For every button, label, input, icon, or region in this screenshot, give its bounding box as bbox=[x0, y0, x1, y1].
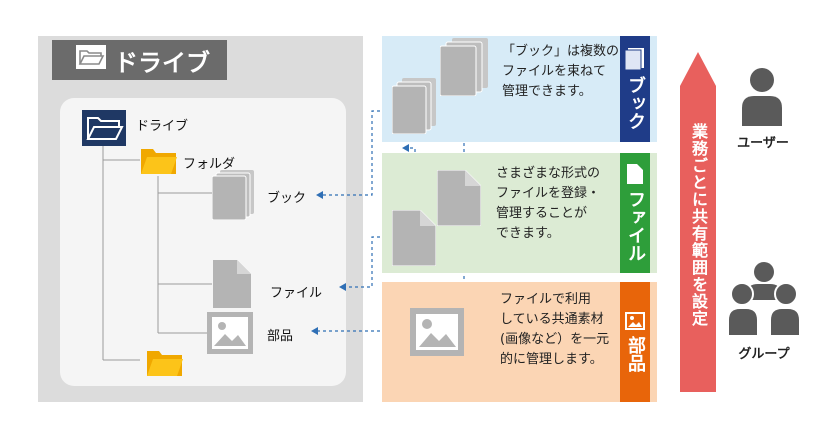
file-desc-line: 管理することが bbox=[496, 206, 588, 221]
drive-header: ドライブ bbox=[52, 40, 227, 80]
part-tab-icon bbox=[625, 312, 645, 330]
drive-header-title: ドライブ bbox=[114, 48, 210, 77]
tree-folder-label: フォルダ bbox=[183, 157, 236, 172]
group-label: グループ bbox=[738, 347, 790, 362]
book-tab-label: ブック bbox=[625, 76, 646, 130]
file-tab: ファイル bbox=[620, 153, 650, 273]
drive-root-icon bbox=[82, 110, 126, 150]
file-tab-label: ファイル bbox=[625, 190, 646, 262]
book-tab-icon bbox=[625, 48, 644, 70]
book-desc-line: 管理できます。 bbox=[502, 84, 592, 99]
book-desc-line: ファイルを束ねて bbox=[502, 64, 607, 79]
part-tab-label: 部品 bbox=[625, 336, 646, 372]
drive-tree-box bbox=[60, 98, 346, 386]
file-description: さまざまな形式の ファイルを登録・ 管理することが できます。 bbox=[496, 164, 600, 244]
file-icon bbox=[391, 209, 437, 270]
tree-book-label: ブック bbox=[267, 191, 307, 206]
file-icon bbox=[436, 169, 482, 230]
book-tab: ブック bbox=[620, 36, 650, 142]
part-desc-line: 的に管理します。 bbox=[500, 352, 603, 367]
file-desc-line: さまざまな形式の bbox=[496, 166, 601, 181]
part-desc-line: (画像など）を一元 bbox=[500, 332, 610, 347]
user-icon bbox=[740, 66, 784, 130]
folder-icon bbox=[146, 348, 184, 382]
part-tab: 部品 bbox=[620, 282, 650, 402]
user-label: ユーザー bbox=[737, 136, 789, 151]
part-description: ファイルで利用 している共通素材 (画像など）を一元 的に管理します。 bbox=[500, 290, 609, 370]
share-range-text: 業務ごとに共有範囲を設定 bbox=[689, 123, 708, 327]
book-desc-line: 「ブック」は複数の bbox=[502, 44, 620, 59]
book-icon bbox=[439, 38, 490, 100]
drive-header-icon bbox=[76, 45, 106, 75]
share-range-arrow bbox=[680, 52, 716, 392]
part-desc-line: ファイルで利用 bbox=[500, 292, 592, 307]
tree-file-label: ファイル bbox=[270, 286, 323, 301]
image-icon bbox=[410, 308, 464, 360]
tree-root-label: ドライブ bbox=[136, 119, 189, 134]
book-icon bbox=[391, 78, 438, 138]
file-desc-line: できます。 bbox=[496, 226, 560, 241]
tree-part-label: 部品 bbox=[267, 329, 294, 344]
group-icon bbox=[727, 262, 801, 340]
file-icon bbox=[213, 260, 251, 312]
file-desc-line: ファイルを登録・ bbox=[496, 186, 601, 201]
book-icon bbox=[211, 170, 256, 224]
file-tab-icon bbox=[627, 164, 643, 184]
folder-icon bbox=[140, 146, 178, 180]
image-icon bbox=[207, 312, 253, 358]
book-description: 「ブック」は複数の ファイルを束ねて 管理できます。 bbox=[502, 42, 619, 102]
part-desc-line: している共通素材 bbox=[500, 312, 604, 327]
